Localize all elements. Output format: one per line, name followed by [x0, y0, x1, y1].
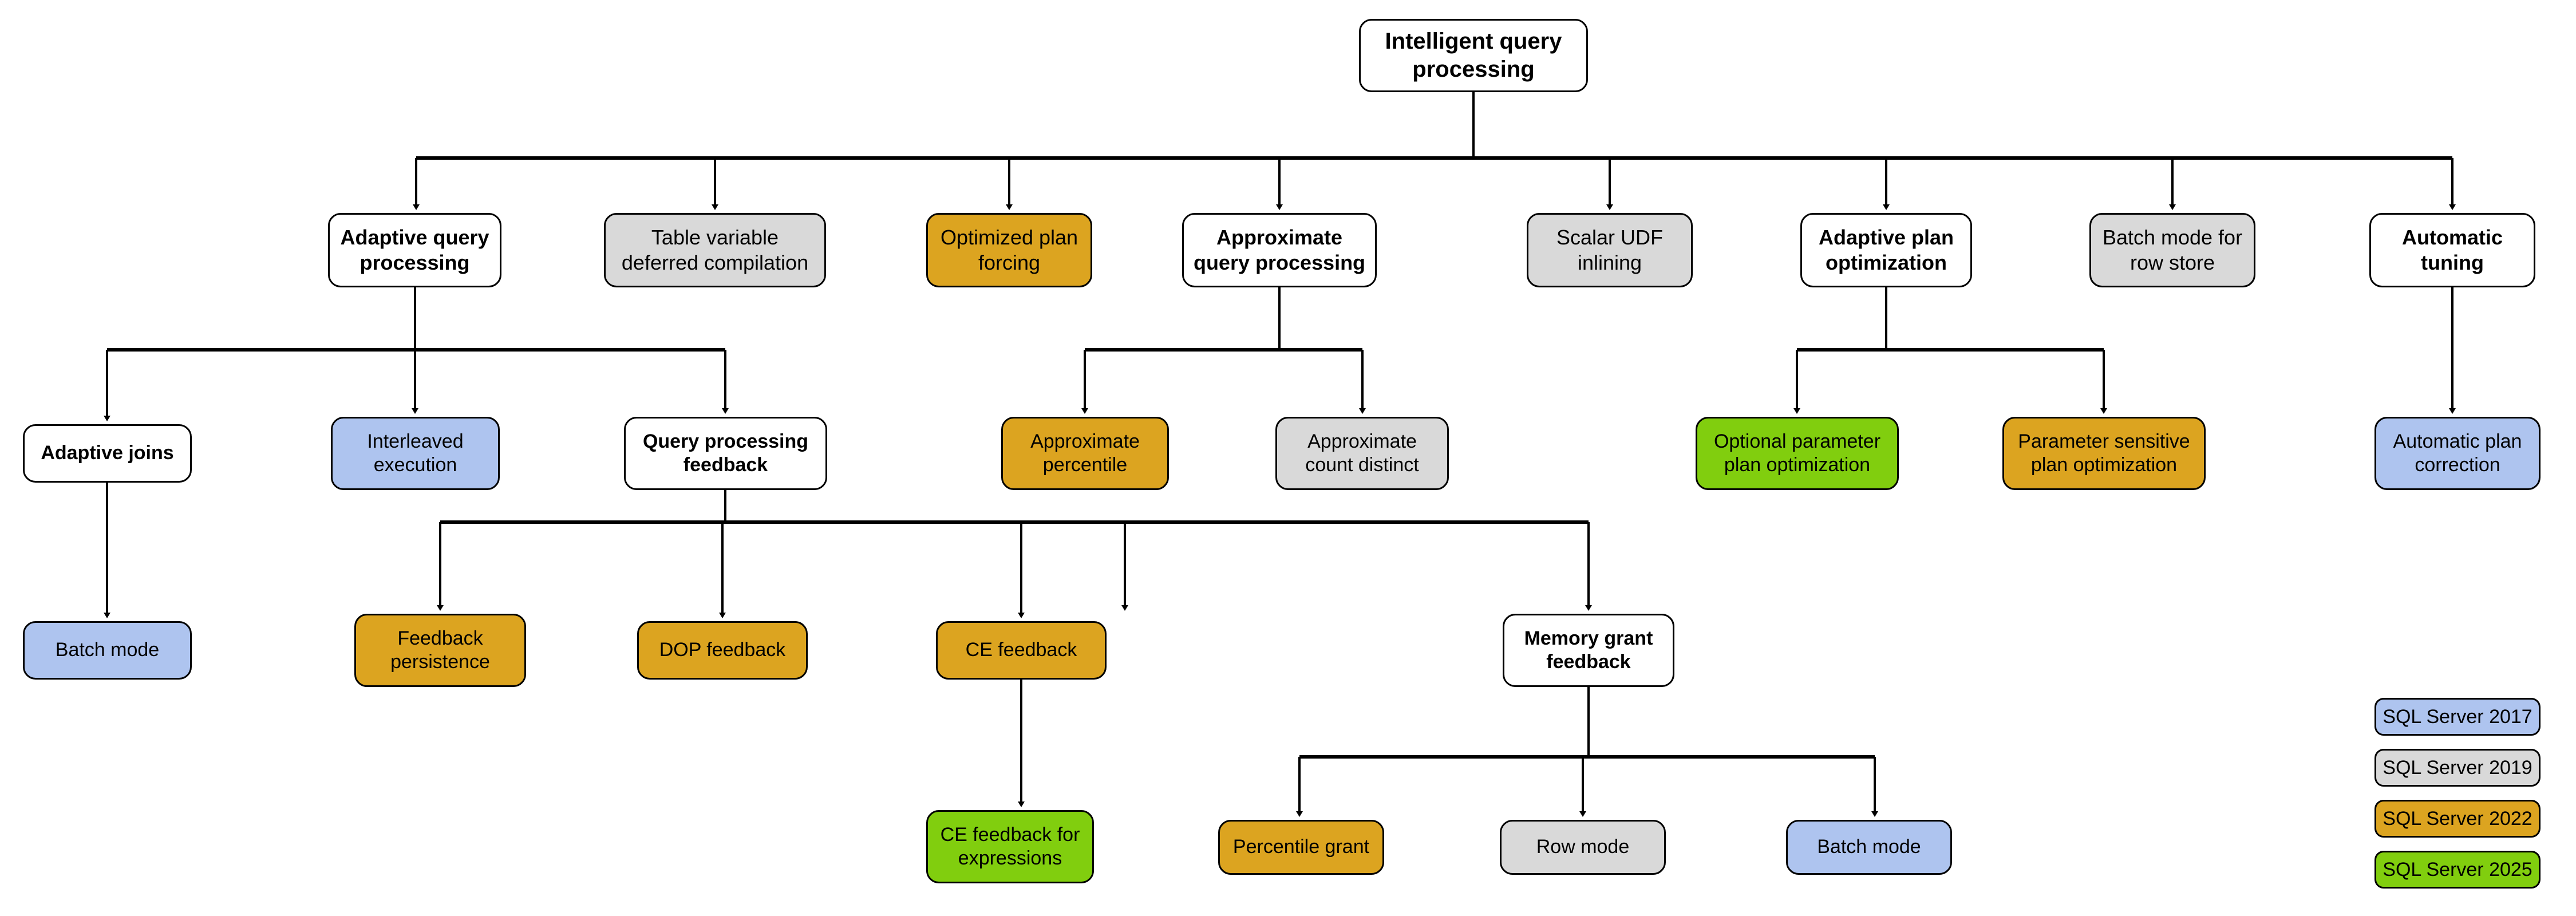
node-label: Approximate query processing	[1193, 226, 1366, 274]
node-label: Feedback persistence	[390, 627, 490, 673]
node-label: Batch mode for row store	[2102, 226, 2243, 274]
node-label: DOP feedback	[659, 639, 786, 661]
legend-item-sql-server-2025[interactable]: SQL Server 2025	[2374, 851, 2541, 889]
legend-item-sql-server-2017[interactable]: SQL Server 2017	[2374, 698, 2541, 736]
node-label: Batch mode	[55, 639, 160, 661]
node-bmode2[interactable]: Batch mode	[1786, 820, 1952, 875]
node-tvdc[interactable]: Table variable deferred compilation	[604, 213, 826, 287]
node-at[interactable]: Automatic tuning	[2369, 213, 2535, 287]
node-apc[interactable]: Automatic plan correction	[2374, 417, 2541, 490]
node-label: Interleaved execution	[367, 430, 464, 476]
legend-item-sql-server-2022[interactable]: SQL Server 2022	[2374, 800, 2541, 838]
node-opf[interactable]: Optimized plan forcing	[926, 213, 1092, 287]
node-label: Approximate percentile	[1030, 430, 1140, 476]
node-label: Optimized plan forcing	[940, 226, 1078, 274]
node-rmode[interactable]: Row mode	[1500, 820, 1666, 875]
node-sudf[interactable]: Scalar UDF inlining	[1527, 213, 1693, 287]
node-pspo[interactable]: Parameter sensitive plan optimization	[2002, 417, 2206, 490]
node-cefbe[interactable]: CE feedback for expressions	[926, 810, 1094, 883]
node-label: Percentile grant	[1232, 836, 1370, 858]
node-label: Automatic tuning	[2401, 226, 2503, 274]
node-pgrant[interactable]: Percentile grant	[1218, 820, 1384, 875]
node-mgf[interactable]: Memory grant feedback	[1503, 614, 1674, 687]
node-bmode1[interactable]: Batch mode	[23, 621, 192, 680]
node-label: Row mode	[1536, 836, 1630, 858]
node-label: Query processing feedback	[642, 430, 809, 476]
node-label: Adaptive joins	[41, 442, 174, 464]
node-label: Intelligent query processing	[1385, 29, 1562, 82]
node-label: Table variable deferred compilation	[621, 226, 809, 274]
node-cefb[interactable]: CE feedback	[936, 621, 1107, 680]
node-label: Adaptive plan optimization	[1818, 226, 1954, 274]
legend-item-label: SQL Server 2022	[2383, 807, 2532, 830]
node-apq[interactable]: Approximate query processing	[1182, 213, 1377, 287]
node-qpf[interactable]: Query processing feedback	[624, 417, 827, 490]
node-fpers[interactable]: Feedback persistence	[354, 614, 526, 687]
node-label: Automatic plan correction	[2393, 430, 2522, 476]
node-label: Scalar UDF inlining	[1556, 226, 1664, 274]
node-oppo[interactable]: Optional parameter plan optimization	[1696, 417, 1899, 490]
node-ajoin[interactable]: Adaptive joins	[23, 424, 192, 483]
node-iexec[interactable]: Interleaved execution	[331, 417, 500, 490]
node-aqp[interactable]: Adaptive query processing	[328, 213, 501, 287]
node-dopfb[interactable]: DOP feedback	[637, 621, 808, 680]
node-label: CE feedback	[965, 639, 1077, 661]
node-label: Parameter sensitive plan optimization	[2018, 430, 2190, 476]
legend-item-label: SQL Server 2017	[2383, 705, 2532, 728]
node-label: CE feedback for expressions	[940, 823, 1080, 869]
node-label: Optional parameter plan optimization	[1713, 430, 1881, 476]
node-label: Batch mode	[1817, 836, 1921, 858]
node-root[interactable]: Intelligent query processing	[1359, 19, 1588, 92]
node-label: Approximate count distinct	[1305, 430, 1419, 476]
node-bmrs[interactable]: Batch mode for row store	[2089, 213, 2255, 287]
node-apo[interactable]: Adaptive plan optimization	[1800, 213, 1972, 287]
node-apct[interactable]: Approximate percentile	[1001, 417, 1169, 490]
node-label: Memory grant feedback	[1524, 627, 1653, 673]
node-label: Adaptive query processing	[340, 226, 489, 274]
legend-item-label: SQL Server 2025	[2383, 858, 2532, 881]
legend-item-sql-server-2019[interactable]: SQL Server 2019	[2374, 749, 2541, 787]
legend-item-label: SQL Server 2019	[2383, 756, 2532, 779]
node-acd[interactable]: Approximate count distinct	[1275, 417, 1449, 490]
